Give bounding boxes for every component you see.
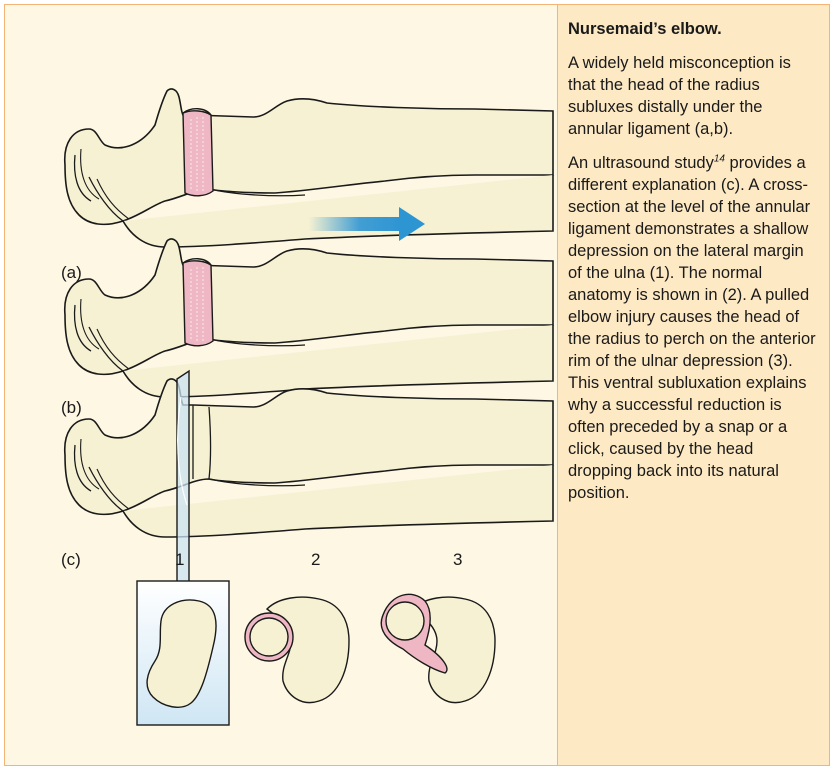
caption-title: Nursemaid’s elbow. bbox=[568, 19, 817, 39]
section-label-2: 2 bbox=[311, 550, 320, 569]
diagram-a-arm bbox=[65, 89, 553, 247]
caption-paragraph-1: A widely held misconception is that the … bbox=[568, 52, 817, 140]
diagram-c-arm bbox=[65, 379, 553, 537]
label-b: (b) bbox=[61, 398, 82, 417]
caption-panel: Nursemaid’s elbow. A widely held misconc… bbox=[558, 4, 830, 766]
reference-superscript: 14 bbox=[714, 154, 725, 165]
cross-section-1 bbox=[137, 581, 229, 725]
cross-section-3 bbox=[381, 594, 495, 702]
label-a: (a) bbox=[61, 263, 82, 282]
cross-section-2 bbox=[245, 597, 349, 702]
label-c: (c) bbox=[61, 550, 81, 569]
caption-paragraph-2-start: An ultrasound study bbox=[568, 154, 714, 172]
elbow-illustration: (a) (b) (c) 1 2 3 bbox=[5, 5, 559, 767]
section-label-1: 1 bbox=[175, 550, 184, 569]
figure-panel: (a) (b) (c) 1 2 3 bbox=[4, 4, 558, 766]
caption-paragraph-2-rest: provides a different explanation (c). A … bbox=[568, 154, 816, 502]
diagram-b-arm bbox=[65, 239, 553, 397]
section-label-3: 3 bbox=[453, 550, 462, 569]
caption-paragraph-2: An ultrasound study14 provides a differe… bbox=[568, 152, 817, 504]
